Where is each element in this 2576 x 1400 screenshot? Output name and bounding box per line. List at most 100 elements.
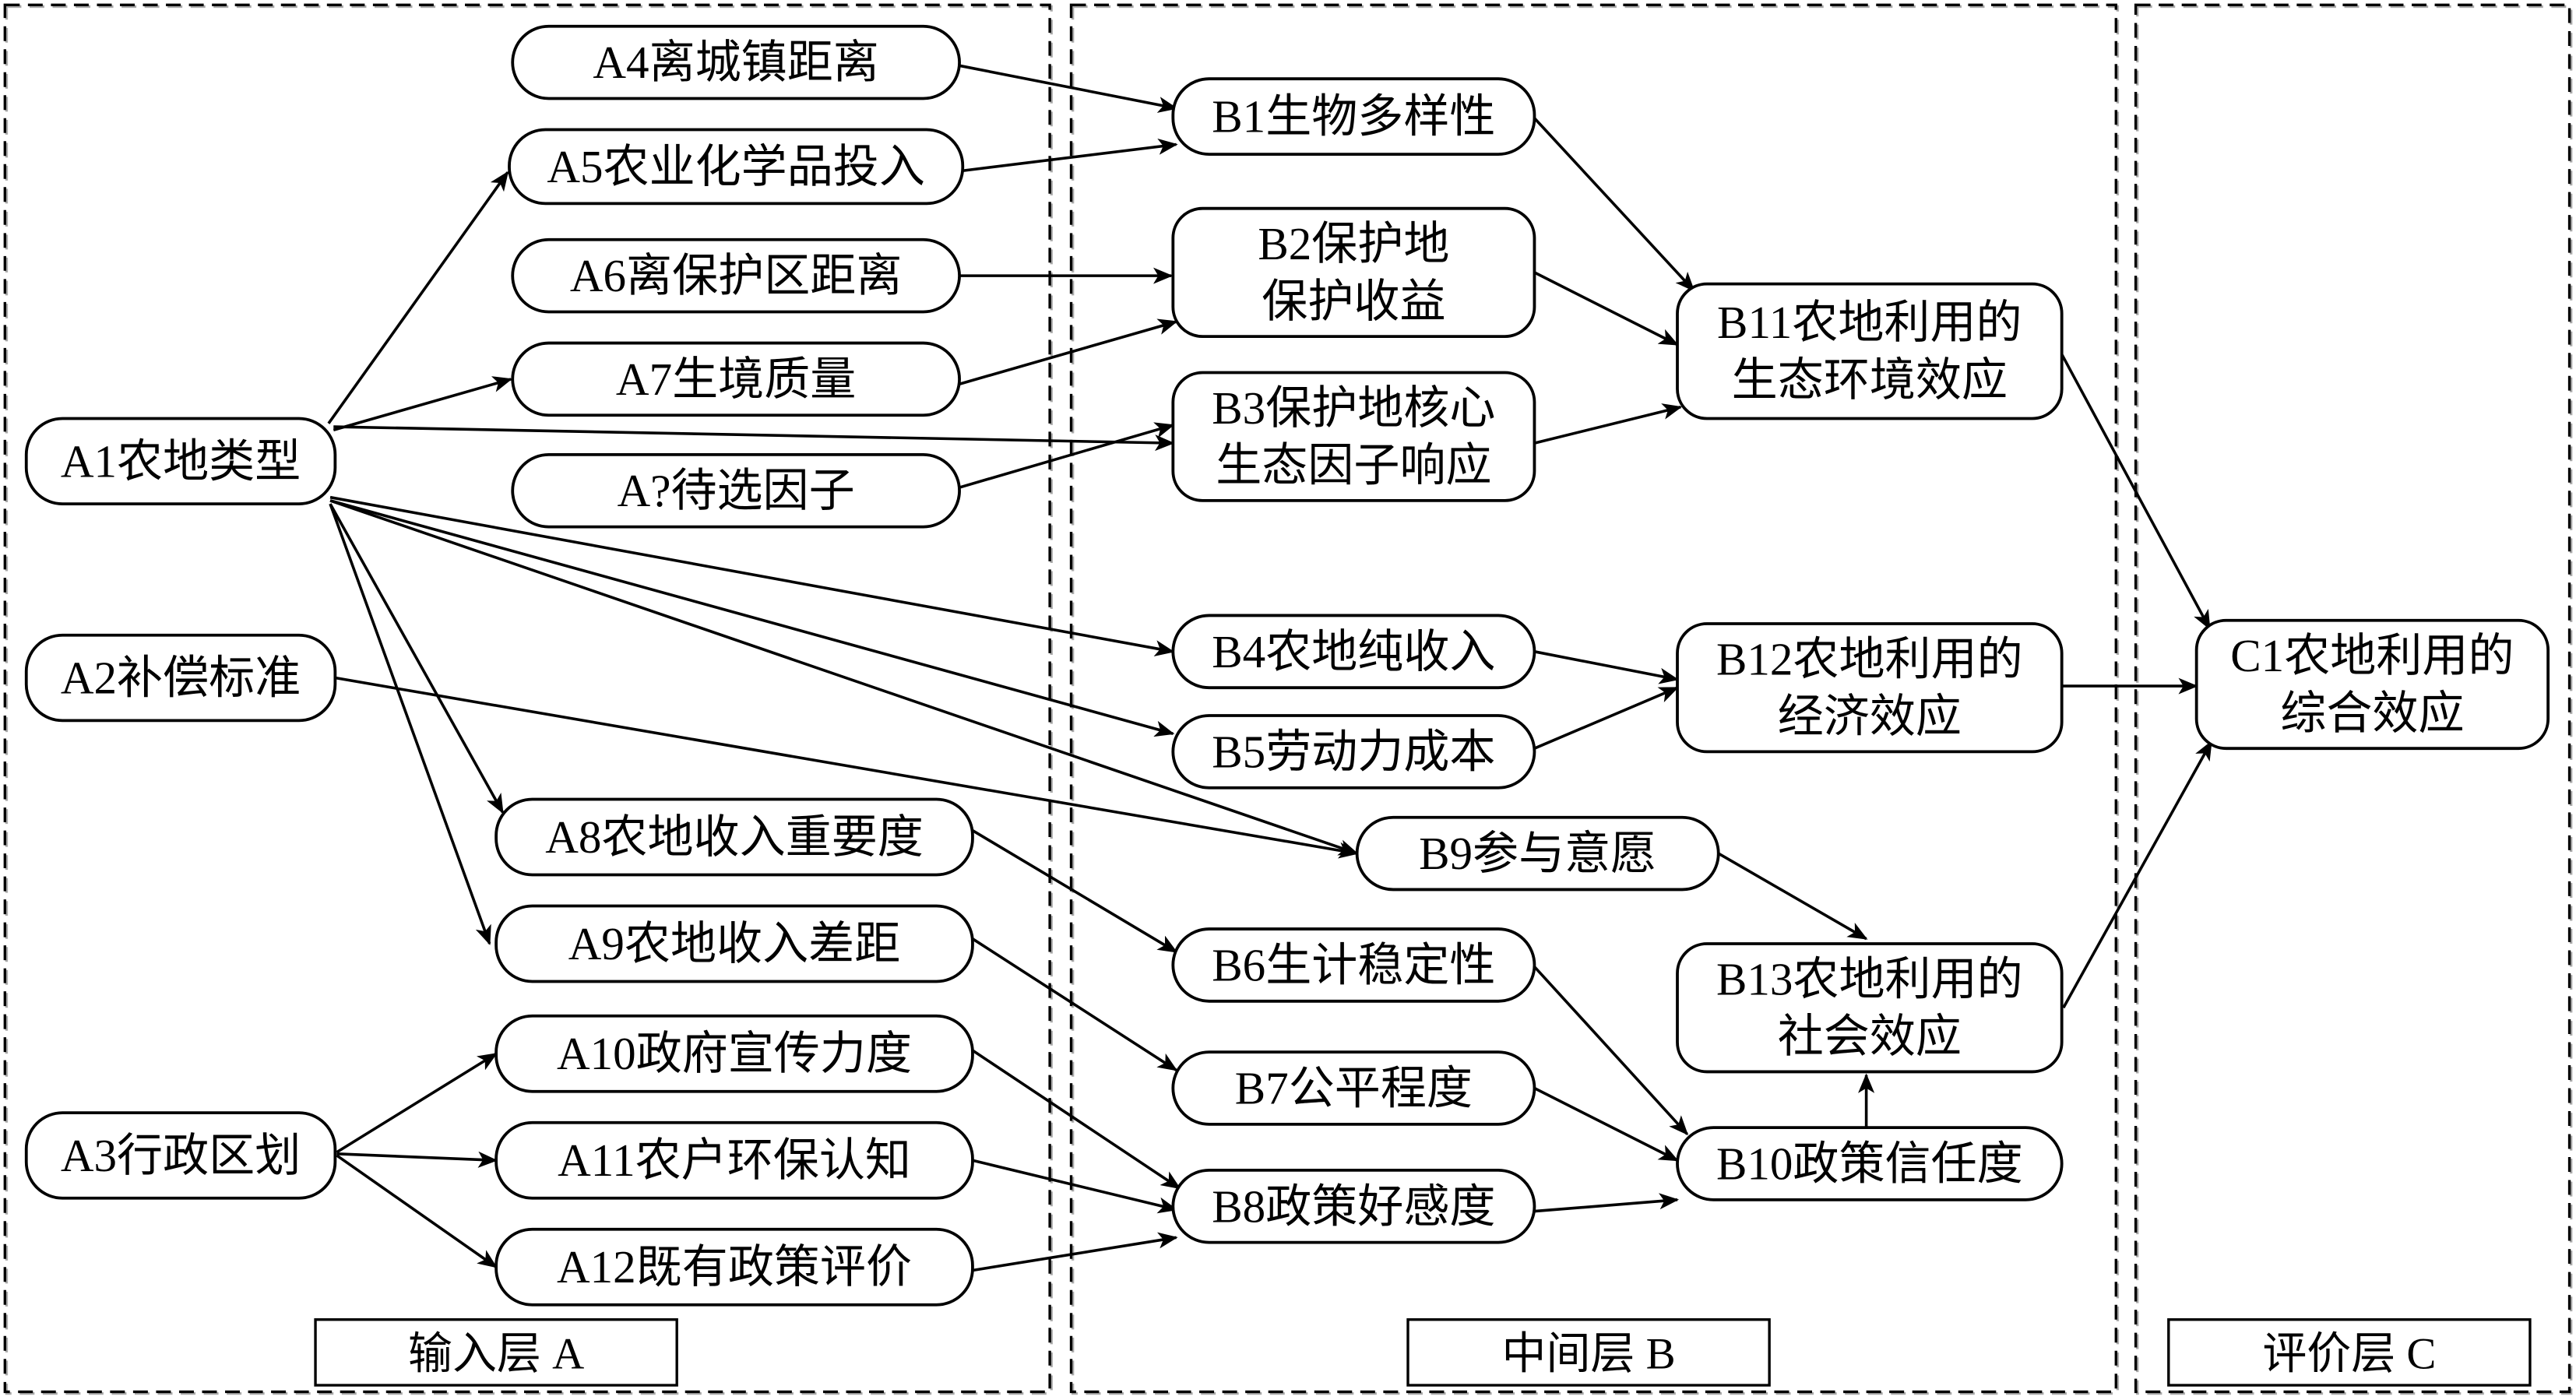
node-b5: B5劳动力成本: [1171, 714, 1536, 790]
nodes: A1农地类型 A2补偿标准 A3行政区划 A4离城镇距离 A5农业化学品投入 A6离保护区…: [24, 24, 2550, 1307]
node-a4: A4离城镇距离: [511, 24, 961, 100]
edge-a3-to-a11: [336, 1151, 498, 1168]
edge-a7-to-b2: [959, 318, 1178, 385]
node-label: B7公平程度: [1235, 1063, 1473, 1114]
node-box: [494, 904, 974, 983]
node-box: [511, 24, 961, 100]
node-a11: A11农户环保认知: [494, 1120, 974, 1200]
node-box: [1171, 1169, 1536, 1244]
node-label: B1生物多样性: [1212, 91, 1495, 142]
layer-label-c: 评价层 C: [2167, 1318, 2532, 1387]
layer-label-a: 输入层 A: [314, 1318, 678, 1387]
node-a8: A8农地收入重要度: [494, 797, 974, 877]
node-box: [494, 1014, 974, 1093]
layer-label-c-text: 评价层 C: [2262, 1329, 2436, 1378]
node-box: [24, 1111, 337, 1200]
node-box: [511, 237, 961, 314]
edge-a9-to-b7: [971, 937, 1178, 1071]
node-label: B12农地利用的: [1716, 633, 2023, 684]
node-label: A9农地收入差距: [568, 918, 901, 969]
edge-b13-to-c1: [2062, 740, 2213, 1009]
node-label: B6生计稳定性: [1212, 939, 1495, 990]
node-box: [494, 1227, 974, 1307]
node-a1: A1农地类型: [24, 417, 337, 506]
node-a10: A10政府宣传力度: [494, 1014, 974, 1093]
edge-a1-to-a5: [327, 171, 509, 424]
node-box: [1171, 927, 1536, 1003]
edge-a10-to-b8: [971, 1049, 1181, 1190]
node-label: A12既有政策评价: [557, 1241, 912, 1293]
edge-a1-to-b5: [329, 499, 1175, 737]
edge-a5-to-b1: [962, 138, 1178, 172]
node-box: [1171, 371, 1536, 502]
node-box: [1676, 942, 2064, 1074]
layer-label-b: 中间层 B: [1406, 1318, 1771, 1387]
node-label: B11农地利用的: [1717, 297, 2022, 348]
node-b8: B8政策好感度: [1171, 1169, 1536, 1244]
node-label: A7生境质量: [616, 354, 856, 405]
node-box: [1171, 206, 1536, 339]
node-label: B4农地纯收入: [1212, 626, 1495, 677]
node-label: B10政策信任度: [1716, 1138, 2023, 1189]
node-a6: A6离保护区距离: [511, 237, 961, 314]
node-b1: B1生物多样性: [1171, 77, 1536, 157]
node-label: 生态因子响应: [1216, 440, 1491, 491]
node-a3: A3行政区划: [24, 1111, 337, 1200]
node-label: B2保护地: [1258, 218, 1449, 269]
edge-a1-to-b3: [333, 425, 1175, 452]
edge-b7-to-b10: [1533, 1086, 1679, 1162]
node-b4: B4农地纯收入: [1171, 614, 1536, 690]
node-a5: A5农业化学品投入: [508, 128, 965, 206]
node-label: A2补偿标准: [61, 653, 301, 704]
node-label: A10政府宣传力度: [557, 1028, 912, 1079]
edge-a1-to-a8: [329, 503, 505, 814]
node-label: B5劳动力成本: [1212, 726, 1495, 777]
edge-a1-to-b9: [329, 499, 1359, 856]
edge-aq-to-b3: [959, 422, 1175, 489]
node-box: [494, 1120, 974, 1200]
node-box: [1171, 77, 1536, 157]
edge-a11-to-b8: [972, 1159, 1178, 1214]
node-b7: B7公平程度: [1171, 1050, 1536, 1126]
node-box: [24, 633, 337, 723]
node-box: [1355, 815, 1720, 892]
node-label: B3保护地核心: [1212, 382, 1495, 434]
node-label: B9参与意愿: [1419, 828, 1656, 879]
layer-label-b-text: 中间层 B: [1502, 1329, 1676, 1378]
layer-frame-c: [2134, 3, 2573, 1395]
node-label: 保护收益: [1262, 276, 1445, 327]
edge-b4-to-b12: [1534, 650, 1680, 684]
node-box: [1676, 1126, 2064, 1201]
node-box: [1171, 1050, 1536, 1126]
node-label: B13农地利用的: [1716, 953, 2023, 1004]
node-label: B8政策好感度: [1212, 1180, 1495, 1232]
edge-b9-to-b13: [1717, 852, 1868, 941]
node-a12: A12既有政策评价: [494, 1227, 974, 1307]
node-label: A8农地收入重要度: [545, 811, 924, 863]
node-b9: B9参与意愿: [1355, 815, 1720, 892]
edge-a1-to-a7: [333, 376, 513, 431]
node-a7: A7生境质量: [511, 341, 961, 417]
edge-a3-to-a10: [336, 1052, 498, 1154]
node-a2: A2补偿标准: [24, 633, 337, 723]
edge-b5-to-b12: [1533, 686, 1679, 750]
node-label: 综合效应: [2280, 688, 2464, 739]
node-label: 生态环境效应: [1732, 354, 2008, 406]
node-b10: B10政策信任度: [1676, 1126, 2064, 1201]
edges: [327, 64, 2213, 1272]
edge-a3-to-a12: [336, 1154, 498, 1268]
layer-label-a-text: 输入层 A: [408, 1329, 584, 1378]
node-box: [1171, 614, 1536, 690]
node-box: [1171, 714, 1536, 790]
node-label: C1农地利用的: [2230, 630, 2514, 681]
node-label: A3行政区划: [61, 1130, 301, 1181]
node-box: [1676, 282, 2064, 420]
edge-b11-to-c1: [2058, 350, 2212, 631]
